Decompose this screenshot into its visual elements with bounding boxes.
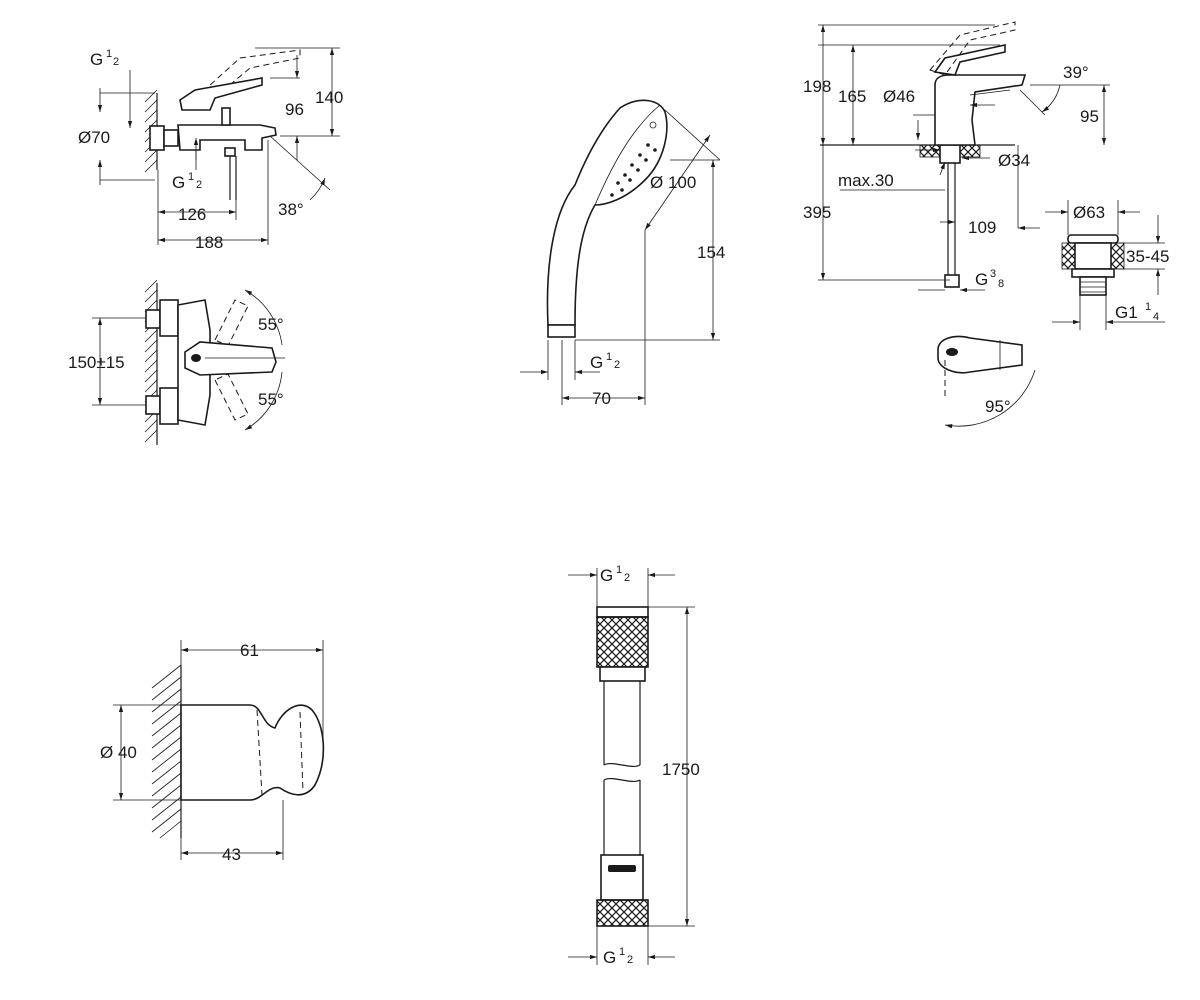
- depth-label: 61: [240, 641, 259, 660]
- basin-mixer-top-labels: 95°: [985, 397, 1011, 416]
- height-body-label: 165: [838, 87, 866, 106]
- max-thickness-label: max.30: [838, 171, 894, 190]
- depth-total-label: 188: [195, 233, 223, 252]
- thread-label: G: [590, 353, 603, 372]
- svg-text:1: 1: [1145, 301, 1151, 313]
- pop-up-waste: [1045, 200, 1165, 330]
- thickness-label: 35-45: [1126, 247, 1169, 266]
- svg-text:1: 1: [106, 48, 112, 60]
- diameter-label: Ø63: [1073, 203, 1105, 222]
- angle-label: 95°: [985, 397, 1011, 416]
- bath-mixer-front-labels: 150±15 55° 55°: [68, 315, 284, 409]
- svg-text:2: 2: [624, 572, 630, 584]
- reach-label: 109: [968, 218, 996, 237]
- basin-mixer-labels: 198 165 Ø46 39° 95 Ø34 max.30 395 109 G …: [803, 63, 1099, 290]
- bath-mixer-labels: G 1 2 Ø70 G 1 2 140 96 38° 126 188: [78, 48, 343, 252]
- length-label: 1750: [662, 760, 700, 779]
- svg-text:3: 3: [990, 268, 996, 280]
- svg-text:1: 1: [619, 946, 625, 958]
- hand-shower-labels: Ø 100 154 G 1 2 70: [590, 173, 725, 408]
- height-total-label: 140: [315, 88, 343, 107]
- pop-up-waste-labels: Ø63 35-45 G1 1 4: [1073, 203, 1169, 323]
- svg-text:1: 1: [188, 171, 194, 183]
- brand-mark-badge: [608, 865, 636, 872]
- diameter-body-label: Ø46: [883, 87, 915, 106]
- thread-bottom-label: G: [603, 948, 616, 967]
- basin-mixer-top-view: [937, 335, 1036, 429]
- angle-up-label: 55°: [258, 315, 284, 334]
- bath-mixer-side-view: [97, 47, 340, 245]
- height-total-label: 198: [803, 77, 831, 96]
- svg-text:2: 2: [627, 954, 633, 966]
- length-label: 154: [697, 243, 725, 262]
- diameter-label: Ø 40: [100, 743, 137, 762]
- shower-hose: [568, 568, 695, 965]
- below-deck-label: 395: [803, 203, 831, 222]
- svg-text:1: 1: [616, 564, 622, 576]
- svg-text:2: 2: [113, 56, 119, 68]
- angle-down-label: 55°: [258, 390, 284, 409]
- angle-spout-label: 38°: [278, 200, 304, 219]
- spout-height-label: 95: [1080, 107, 1099, 126]
- hole-label: Ø34: [998, 151, 1030, 170]
- svg-text:8: 8: [998, 278, 1004, 290]
- wall-holder: [113, 640, 325, 860]
- width-label: 70: [592, 389, 611, 408]
- angle-label: 39°: [1063, 63, 1089, 82]
- thread-top-label: G: [600, 566, 613, 585]
- shower-hose-labels: G 1 2 1750 G 1 2: [600, 564, 700, 967]
- basin-mixer-side-view: [818, 21, 1110, 293]
- thread-label: G1: [1115, 303, 1138, 322]
- svg-text:2: 2: [614, 359, 620, 371]
- diameter-label: Ø70: [78, 128, 110, 147]
- svg-text:4: 4: [1153, 311, 1159, 323]
- hand-shower: [520, 99, 721, 405]
- height-spout-label: 96: [285, 100, 304, 119]
- diameter-label: Ø 100: [650, 173, 696, 192]
- svg-text:2: 2: [196, 179, 202, 191]
- wall-holder-labels: 61 Ø 40 43: [100, 641, 259, 864]
- thread-top-label: G: [90, 50, 103, 69]
- base-label: 43: [222, 845, 241, 864]
- bath-mixer-front-view: [92, 279, 285, 445]
- thread-label: G: [975, 270, 988, 289]
- thread-bottom-label: G: [172, 173, 185, 192]
- centers-label: 150±15: [68, 353, 125, 372]
- svg-text:1: 1: [606, 351, 612, 363]
- depth-inner-label: 126: [178, 205, 206, 224]
